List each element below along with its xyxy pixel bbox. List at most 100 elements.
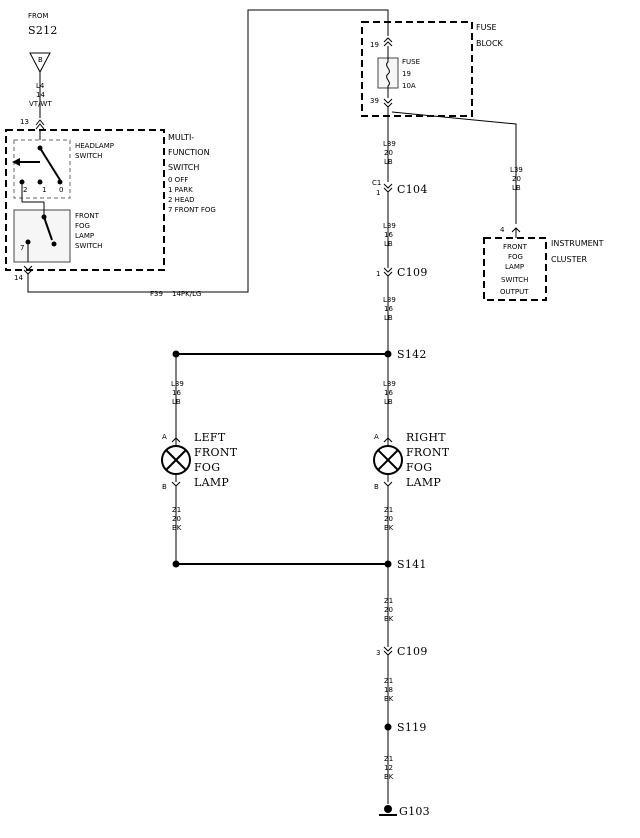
pin-1-label: 1	[42, 186, 46, 194]
w6-color: BK	[172, 524, 182, 532]
fuse-block-title-2: BLOCK	[476, 39, 504, 48]
mfs-outline	[5, 129, 165, 271]
headlamp-switch-label-2: SWITCH	[75, 152, 102, 160]
connector-chevron-icon	[383, 183, 393, 193]
w4-gauge: 16	[172, 389, 181, 397]
cluster-body-2: FOG	[508, 253, 523, 261]
w7-color: BK	[384, 524, 394, 532]
fuse-block-title-1: FUSE	[476, 23, 497, 32]
cluster-pin: 4	[500, 226, 505, 234]
right-lamp-pin-a: A	[374, 433, 379, 441]
c109a-label: C109	[397, 266, 428, 279]
pin-7-label: 7	[20, 244, 24, 252]
c104-label: C104	[397, 183, 428, 196]
lamp-bulb-x2	[165, 449, 187, 471]
w4-circuit: L39	[171, 380, 184, 388]
c104-pin-2: 1	[376, 189, 380, 197]
mfs-position-1: 1 PARK	[168, 186, 193, 194]
w3-circuit: L39	[383, 296, 396, 304]
cluster-wire-gauge: 20	[512, 175, 521, 183]
fuse-label: FUSE	[402, 58, 420, 66]
mfs-position-2: 2 HEAD	[168, 196, 195, 204]
source-triangle-icon	[29, 52, 51, 74]
fog-lamp-switch-box	[13, 209, 71, 263]
headlamp-switch-label-1: HEADLAMP	[75, 142, 114, 150]
left-lamp-pin-b: B	[162, 483, 167, 491]
w2-gauge: 16	[384, 231, 393, 239]
connector-chevron-icon	[383, 98, 393, 108]
w7-circuit: Z1	[384, 506, 393, 514]
w5-circuit: L39	[383, 380, 396, 388]
w5-color: LB	[384, 398, 393, 406]
instrument-cluster: L39 20 LB 4 FRONT FOG LAMP SWITCH OUTPUT…	[391, 111, 604, 301]
w2-circuit: L39	[383, 222, 396, 230]
fog-contact-open	[51, 241, 57, 247]
w8-gauge: 20	[384, 606, 393, 614]
fuse-block: FUSE BLOCK 19 FUSE 19 10A 39	[361, 21, 504, 117]
right-front-fog-lamp: A B RIGHT FRONT FOG LAMP	[373, 431, 450, 491]
f39-circuit-label: F39	[150, 290, 163, 298]
left-lamp-label-4: LAMP	[194, 476, 229, 489]
w9-circuit: Z1	[384, 677, 393, 685]
s119-label: S119	[397, 721, 427, 734]
w4-color: LB	[172, 398, 181, 406]
w1-color: LB	[384, 158, 393, 166]
mfs-pin-bottom: 14	[14, 274, 23, 282]
c104-pin-1: C1	[372, 179, 381, 187]
connector-chevron-icon	[383, 481, 393, 487]
source-wire-circuit: L4	[36, 82, 45, 90]
pin-2-label: 2	[23, 186, 27, 194]
cluster-wire-color: LB	[512, 184, 521, 192]
g103-label: G103	[399, 805, 430, 818]
ground-point	[384, 805, 392, 813]
right-lamp-label-4: LAMP	[406, 476, 441, 489]
cluster-outline	[483, 237, 547, 301]
fuse-pin-in: 19	[370, 41, 379, 49]
w10-gauge: 12	[384, 764, 393, 772]
mfs-title-1: MULTI-	[168, 133, 194, 142]
mfs-title-2: FUNCTION	[168, 148, 210, 157]
multi-function-switch: 13 HEADLAMP SWITCH 2 1 0 FRONT FOG LAMP …	[5, 118, 216, 282]
headlamp-contact-0	[57, 179, 63, 185]
lamp-bulb-x2	[377, 449, 399, 471]
source-connector-label: B	[38, 56, 43, 64]
source-wire-gauge: 14	[36, 91, 45, 99]
pin-0-label: 0	[59, 186, 63, 194]
fuse-icon	[386, 46, 390, 98]
w9-gauge: 18	[384, 686, 393, 694]
main-circuit: L39 20 LB C1 1 C104 L39 16 LB 1 C109 L39…	[171, 107, 428, 438]
w6-circuit: Z1	[172, 506, 181, 514]
right-lamp-label-2: FRONT	[406, 446, 450, 459]
w3-gauge: 16	[384, 305, 393, 313]
fog-switch-label-2: FOG	[75, 222, 90, 230]
w8-color: BK	[384, 615, 394, 623]
w1-circuit: L39	[383, 140, 396, 148]
s141-label: S141	[397, 558, 427, 571]
fuse-pin-out: 39	[370, 97, 379, 105]
fog-switch-label-1: FRONT	[75, 212, 100, 220]
connector-chevron-icon	[383, 37, 393, 47]
c109b-pin: 3	[376, 649, 380, 657]
cluster-body-1: FRONT	[503, 243, 528, 251]
cluster-title-1: INSTRUMENT	[551, 239, 604, 248]
w3-color: LB	[384, 314, 393, 322]
connector-chevron-icon	[383, 646, 393, 656]
w10-circuit: Z1	[384, 755, 393, 763]
right-lamp-pin-b: B	[374, 483, 379, 491]
arrow-left-icon	[12, 158, 20, 166]
left-lamp-label-3: FOG	[194, 461, 220, 474]
cluster-body-3: LAMP	[505, 263, 524, 271]
w9-color: BK	[384, 695, 394, 703]
f39-wire: F39 14PK/LG	[27, 9, 389, 298]
w5-gauge: 16	[384, 389, 393, 397]
fuse-rating: 10A	[402, 82, 416, 90]
w7-gauge: 20	[384, 515, 393, 523]
f39-wire-path	[27, 9, 389, 293]
cluster-body-5: OUTPUT	[500, 288, 529, 296]
connector-chevron-icon	[171, 481, 181, 487]
headlamp-switch-box	[13, 139, 71, 199]
w8-circuit: Z1	[384, 597, 393, 605]
fog-switch-label-3: LAMP	[75, 232, 94, 240]
w6-gauge: 20	[172, 515, 181, 523]
